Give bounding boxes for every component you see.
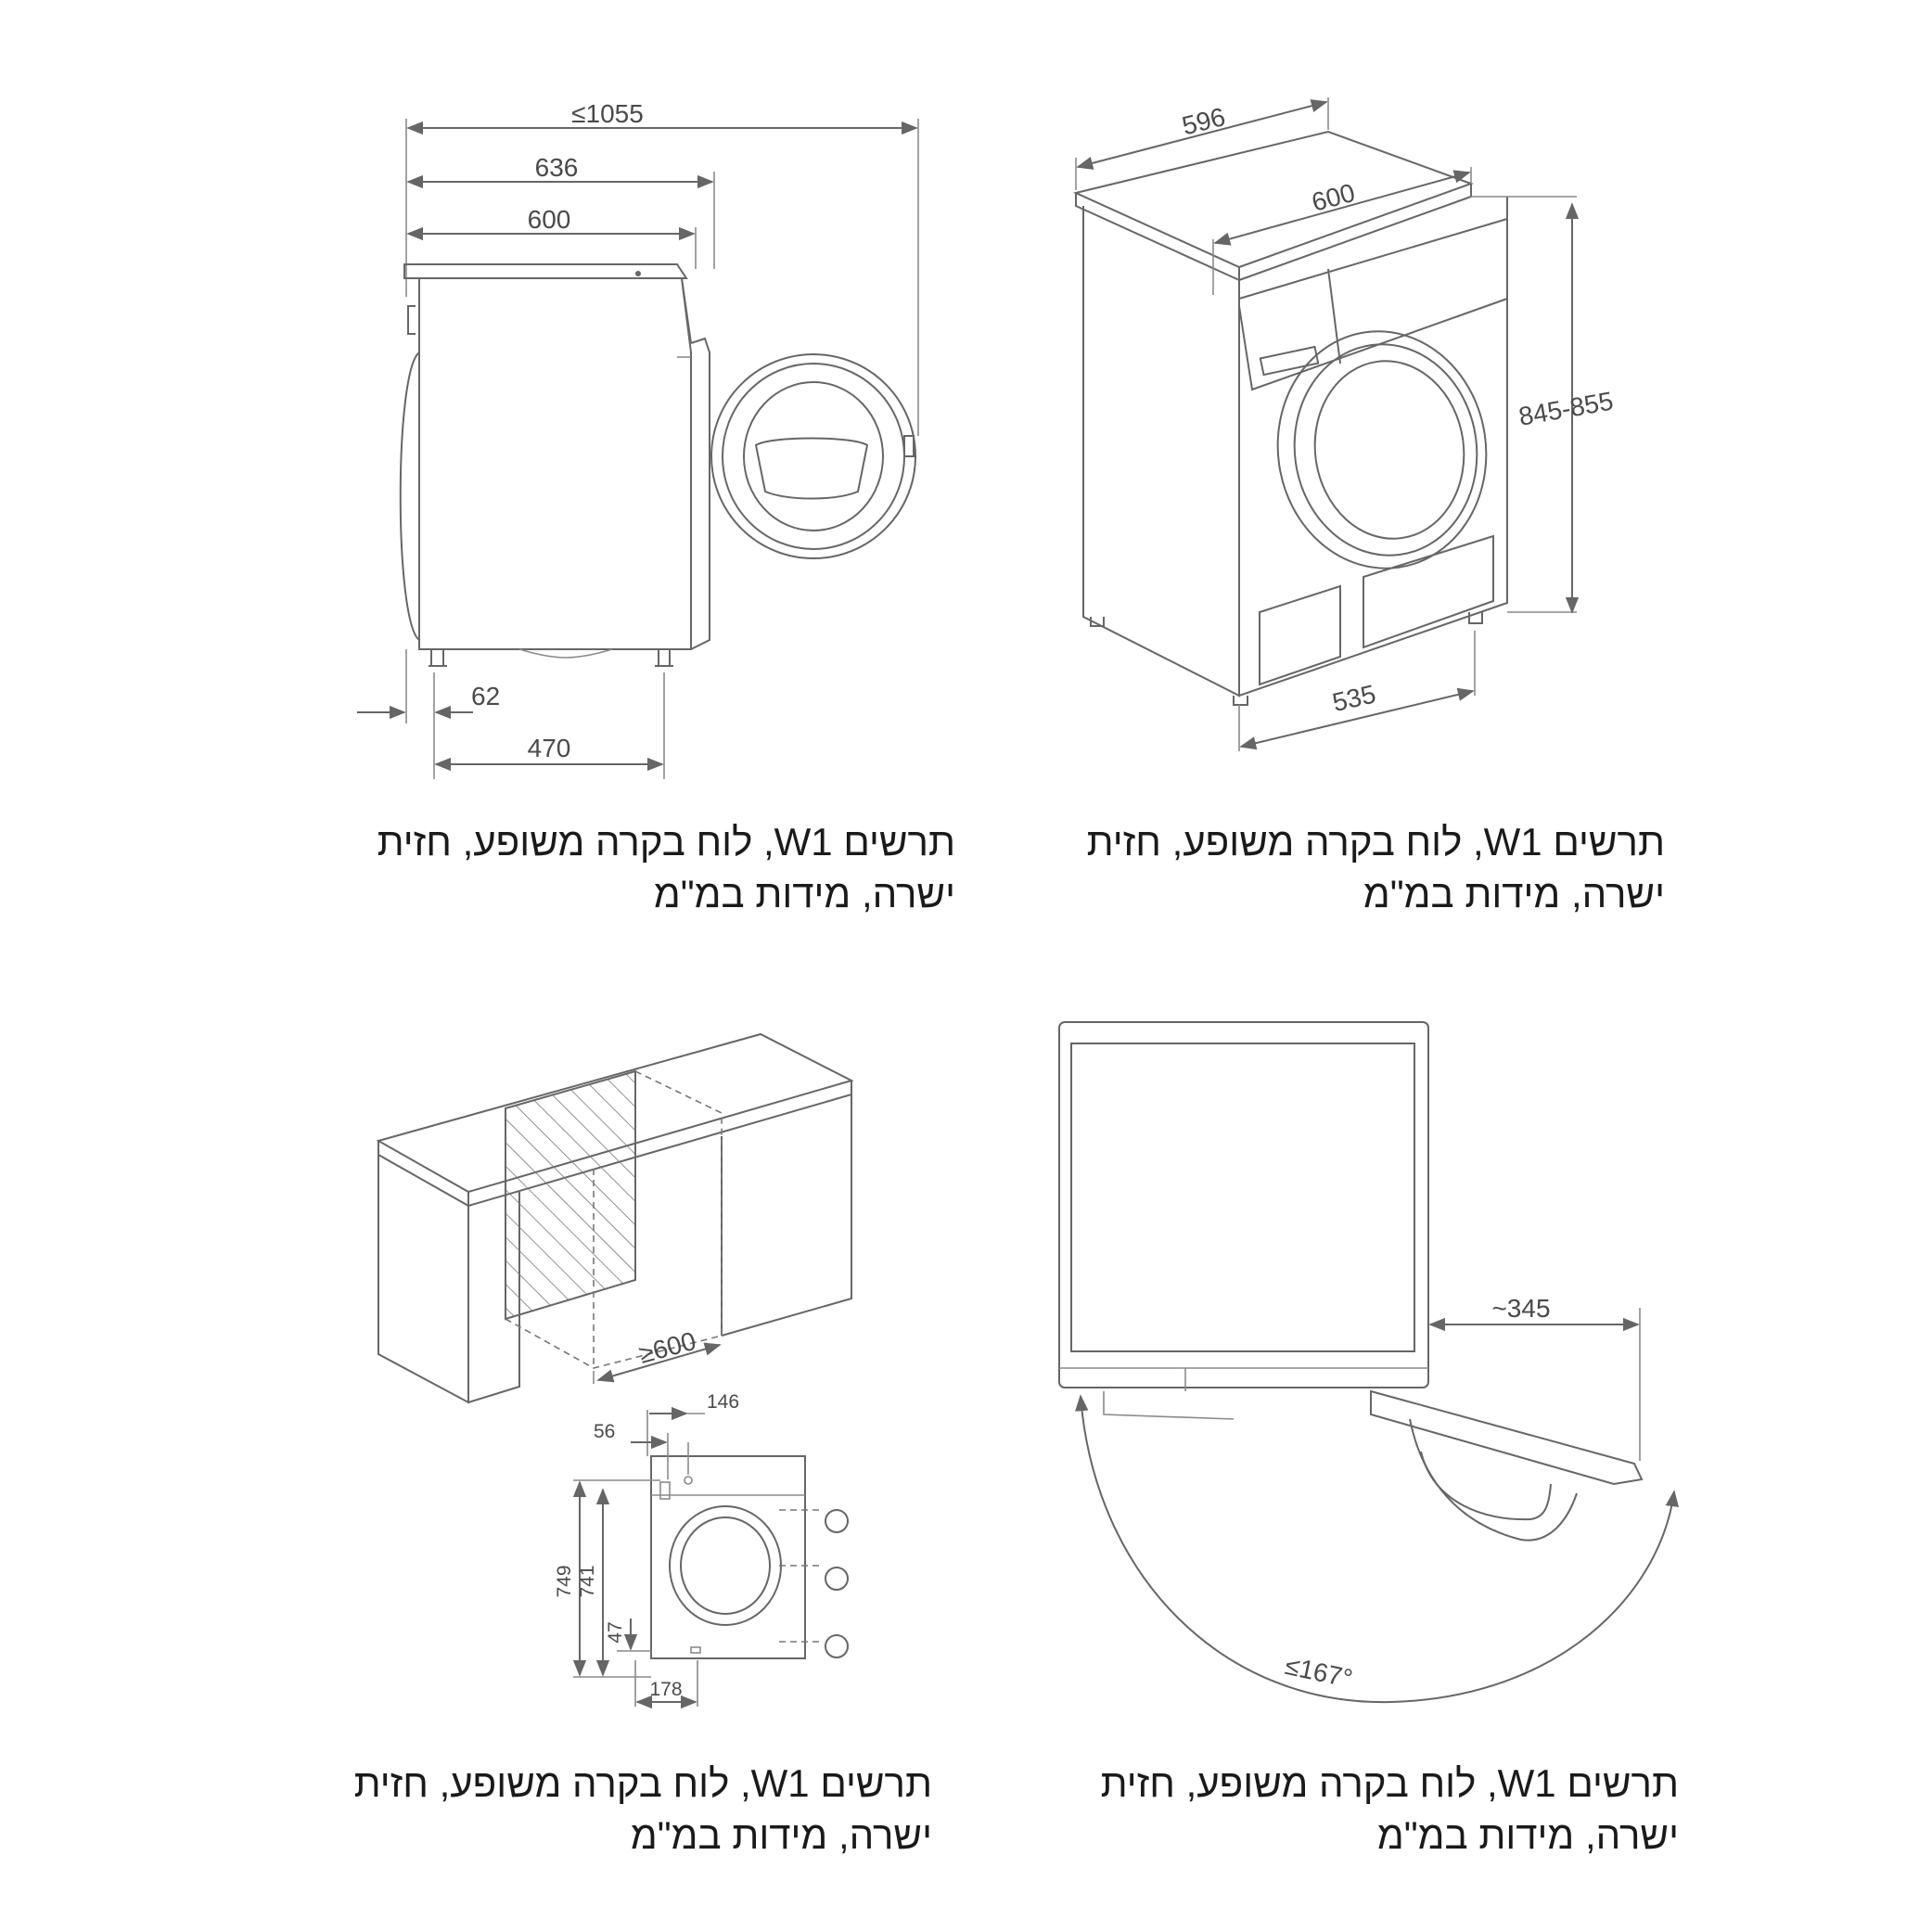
caption-top-view: תרשים W1, לוח בקרה משופע, חזית ישרה, מיד… xyxy=(1030,1758,1679,1862)
dim-178: 178 xyxy=(649,1679,682,1700)
dim-total-depth: ≤1055 xyxy=(571,99,644,128)
caption-line-1: תרשים W1, לוח בקרה משופע, חזית xyxy=(353,1761,932,1805)
dim-base-width: 535 xyxy=(1330,679,1378,717)
caption-side-view: תרשים W1, לוח בקרה משופע, חזית ישרה, מיד… xyxy=(306,816,955,920)
caption-line-1: תרשים W1, לוח בקרה משופע, חזית xyxy=(1100,1761,1679,1805)
dim-47: 47 xyxy=(605,1621,626,1643)
installation-view-diagram: ≥600 146 56 749 741 47 xyxy=(376,1032,854,1709)
dim-niche-width: ≥600 xyxy=(636,1326,699,1369)
dim-top-depth: 600 xyxy=(1309,178,1358,217)
dim-top-width: 596 xyxy=(1179,102,1228,140)
caption-line-2: ישרה, מידות במ"מ xyxy=(630,1813,932,1857)
dim-door-angle: ≤167° xyxy=(1283,1651,1355,1694)
dim-foot-offset: 62 xyxy=(471,682,500,710)
dim-749: 749 xyxy=(554,1565,575,1597)
dim-height: 845-855 xyxy=(1516,386,1616,430)
caption-installation-view: תרשים W1, לוח בקרה משופע, חזית ישרה, מיד… xyxy=(283,1758,932,1862)
caption-line-1: תרשים W1, לוח בקרה משופע, חזית xyxy=(377,820,955,864)
perspective-view-diagram: 596 600 845-855 xyxy=(1072,97,1616,751)
dim-door-reach: ~345 xyxy=(1491,1294,1550,1323)
side-view-diagram: ≤1055 636 600 62 470 xyxy=(357,99,919,779)
caption-line-2: ישרה, מידות במ"מ xyxy=(1363,872,1665,915)
caption-line-2: ישרה, מידות במ"מ xyxy=(1376,1813,1679,1857)
dim-146: 146 xyxy=(707,1391,739,1413)
top-view-diagram: ~345 ≤167° xyxy=(1058,1021,1679,1704)
dim-foot-spacing: 470 xyxy=(528,734,571,762)
dim-depth-with-door: 636 xyxy=(535,153,579,182)
caption-perspective-view: תרשים W1, לוח בקרה משופע, חזית ישרה, מיד… xyxy=(1016,816,1665,920)
dim-depth: 600 xyxy=(528,205,571,234)
dim-741: 741 xyxy=(577,1565,598,1597)
caption-line-1: תרשים W1, לוח בקרה משופע, חזית xyxy=(1086,820,1665,864)
dim-56: 56 xyxy=(594,1421,615,1442)
caption-line-2: ישרה, מידות במ"מ xyxy=(653,872,955,915)
